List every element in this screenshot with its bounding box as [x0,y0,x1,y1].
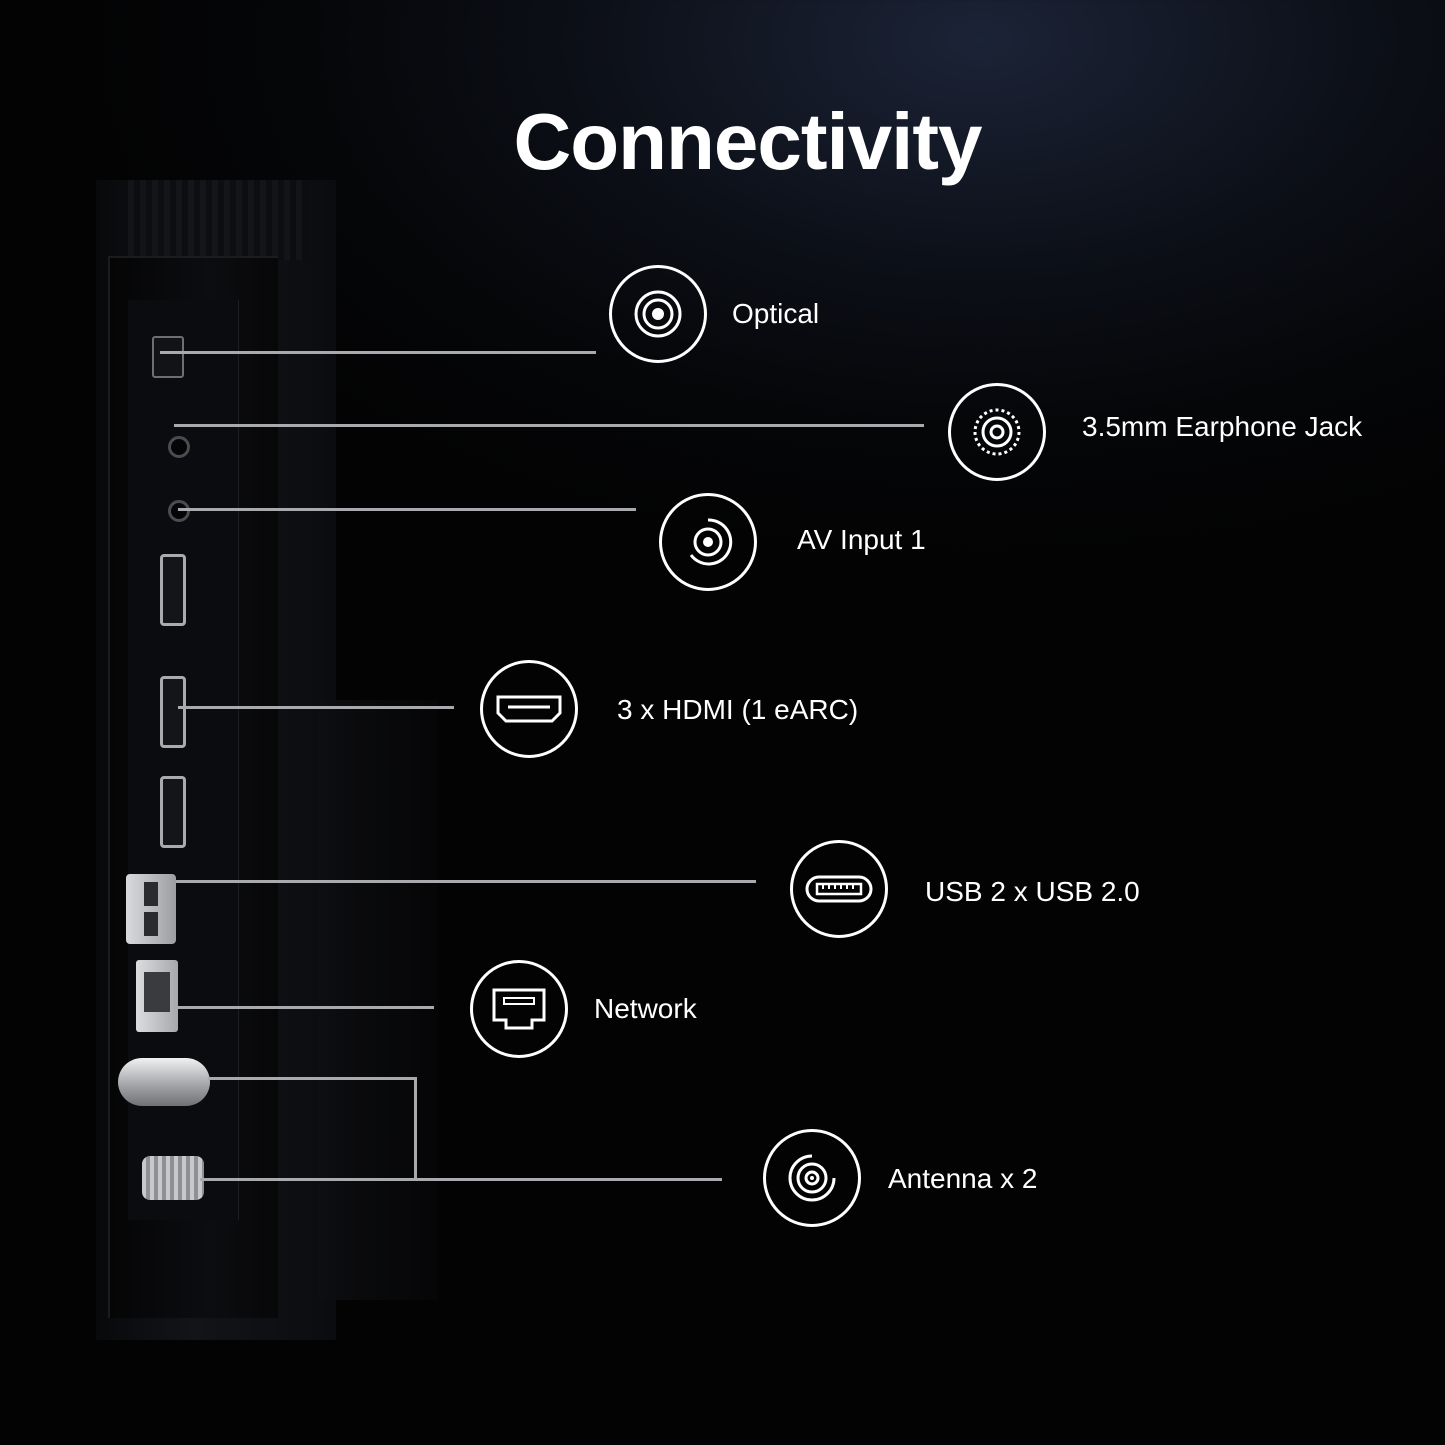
usb-icon [790,840,888,938]
av-connector-line [178,508,636,511]
hdmi-icon [480,660,578,758]
antenna-port-1 [118,1058,210,1106]
page-title: Connectivity [513,97,982,186]
tv-side-shadow [318,700,438,1300]
usb-label: USB 2 x USB 2.0 [925,876,1140,907]
network-connector-line [178,1006,434,1009]
hdmi-port-2 [160,676,186,748]
network-port [136,960,178,1032]
hdmi-label: 3 x HDMI (1 eARC) [617,694,859,725]
earphone-connector-line [174,424,924,427]
hdmi-connector-line [178,706,454,709]
network-label: Network [594,993,697,1024]
av-input-icon [659,493,757,591]
antenna-connector-joint [414,1077,417,1179]
optical-label: Optical [732,298,820,329]
av-input-label: AV Input 1 [797,524,926,555]
earphone-port [168,436,190,458]
av-port [168,500,190,522]
usb-connector-line [176,880,756,883]
antenna-label: Antenna x 2 [888,1163,1038,1194]
antenna-icon [763,1129,861,1227]
antenna-port-2 [142,1156,204,1200]
usb-port [126,874,176,944]
network-icon [470,960,568,1058]
antenna-connector-line-2 [200,1178,722,1181]
hdmi-port-1 [160,554,186,626]
tv-vent-fins [128,180,308,260]
antenna-connector-line-1 [208,1077,416,1080]
optical-connector-line [160,351,596,354]
earphone-label: 3.5mm Earphone Jack [1082,411,1363,442]
hdmi-port-3 [160,776,186,848]
earphone-jack-icon [948,383,1046,481]
optical-icon [609,265,707,363]
optical-port [152,336,184,378]
